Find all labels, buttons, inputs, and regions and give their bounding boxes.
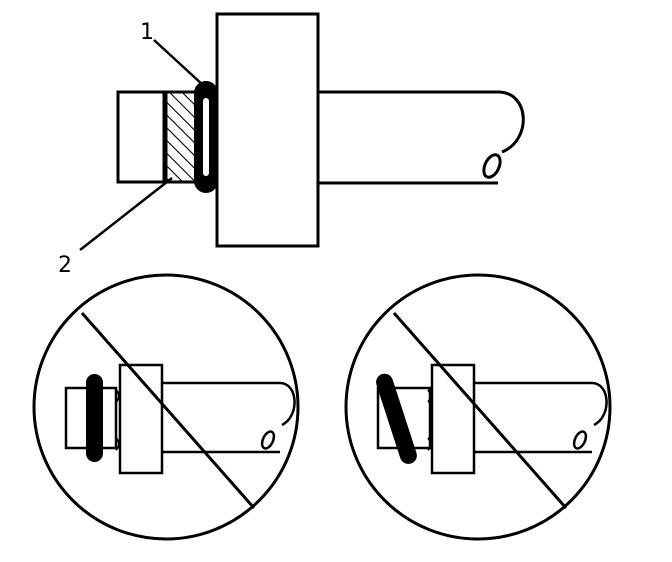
incorrect-ring-gap-view	[32, 273, 300, 541]
correct-installation-view	[79, 12, 525, 251]
fitting-stub	[116, 90, 168, 184]
fitting-flange	[215, 12, 320, 248]
prohibition-slash	[80, 312, 256, 509]
callout-2-leader	[79, 177, 173, 251]
tube-end	[318, 90, 525, 185]
callout-1-leader	[153, 39, 205, 87]
o-ring	[376, 373, 417, 464]
prohibition-slash	[392, 312, 568, 509]
callout-label-2: 2	[58, 253, 72, 278]
o-ring	[86, 374, 103, 462]
incorrect-ring-tilted-view	[344, 273, 612, 541]
callout-label-1: 1	[140, 20, 154, 45]
tube-end-hole	[482, 153, 502, 179]
